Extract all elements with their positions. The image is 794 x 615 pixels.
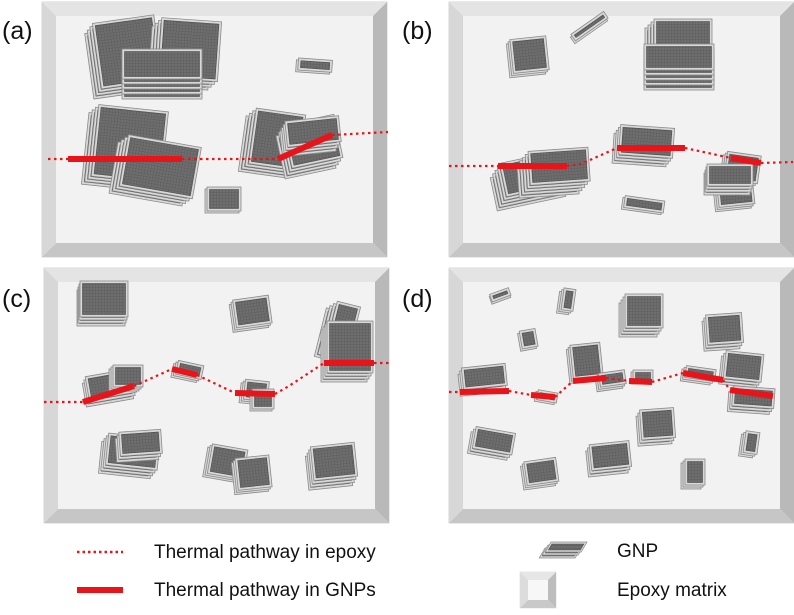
- panel-d: [448, 267, 794, 524]
- thermal-pathway-gnp: [572, 375, 607, 384]
- legend-gnp-pathway-label: Thermal pathway in GNPs: [154, 580, 376, 601]
- gnp-stack: [516, 146, 591, 199]
- thermal-pathway-epoxy: [196, 374, 236, 394]
- gnp-stack: [121, 48, 203, 100]
- gnp-stack: [204, 186, 242, 214]
- thermal-pathway-epoxy: [133, 367, 173, 388]
- epoxy-matrix-icon: [519, 571, 557, 609]
- gnp-stack: [738, 430, 761, 459]
- gnp-stack: [466, 426, 517, 461]
- thermal-pathway-gnp: [730, 155, 762, 166]
- thermal-pathway-epoxy: [554, 380, 574, 398]
- panel-b: [448, 1, 794, 258]
- legend-epoxy-pathway-label: Thermal pathway in epoxy: [154, 542, 376, 563]
- gnp-stack: [701, 312, 745, 352]
- thermal-pathway-epoxy: [508, 389, 532, 397]
- thermal-pathway-gnp: [628, 378, 653, 385]
- gnp-stack: [718, 350, 765, 389]
- gnp-stack: [505, 35, 550, 79]
- gnp-stack: [76, 280, 129, 327]
- gnp-stack: [295, 57, 333, 75]
- gnp-stack: [114, 428, 163, 463]
- thermal-pathway-gnp: [171, 366, 198, 378]
- thermal-pathway-gnp: [234, 390, 276, 397]
- gnp-stack: [320, 320, 374, 383]
- gnp-stack: [304, 441, 359, 491]
- thermal-pathway-epoxy: [274, 362, 325, 395]
- gnp-stack: [517, 327, 539, 352]
- gnp-stack: [230, 454, 273, 496]
- gnp-stack: [556, 287, 577, 316]
- gnp-stack: [703, 163, 754, 196]
- panel-a: [41, 1, 389, 258]
- thermal-pathway-epoxy: [605, 376, 630, 383]
- gnp-stack: [643, 43, 715, 91]
- gnp-stack: [279, 115, 342, 158]
- thermal-pathway-gnp: [82, 383, 135, 405]
- gnp-stack: [620, 195, 666, 216]
- thermal-pathway-gnp: [459, 388, 510, 395]
- gnp-stack: [520, 456, 560, 491]
- legend-gnp-label: GNP: [617, 541, 658, 562]
- gnp-stack: [569, 10, 609, 45]
- gnp-stack: [565, 341, 604, 384]
- legend-matrix-label: Epoxy matrix: [617, 580, 727, 601]
- thermal-pathway-gnp: [276, 132, 334, 162]
- thermal-pathway-epoxy: [722, 379, 731, 391]
- gnp-stack: [680, 458, 706, 490]
- panel-label-c: (c): [2, 285, 31, 313]
- panel-c: [43, 267, 390, 524]
- thermal-pathway-epoxy: [566, 146, 618, 168]
- thermal-pathway-epoxy: [684, 146, 732, 160]
- thermal-pathway-gnp: [729, 387, 774, 399]
- gnp-stack: [635, 407, 677, 447]
- gnp-stack: [488, 287, 512, 305]
- gnp-icon: [538, 541, 588, 559]
- thermal-pathway-gnp: [682, 370, 724, 383]
- gnp-stack: [228, 294, 273, 333]
- gnp-stack: [618, 293, 664, 338]
- panel-label-b: (b): [402, 17, 433, 45]
- panel-label-d: (d): [402, 285, 433, 313]
- thermal-pathway-gnp: [530, 392, 556, 400]
- gnp-stack: [585, 440, 633, 478]
- panel-label-a: (a): [2, 17, 33, 45]
